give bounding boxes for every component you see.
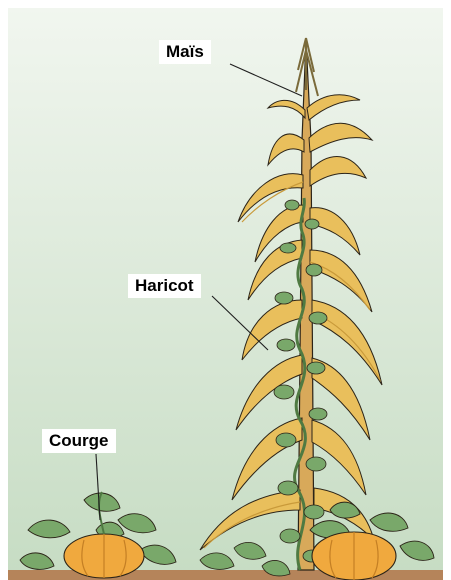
background — [8, 8, 443, 580]
squash-label: Courge — [42, 429, 116, 453]
corn-label: Maïs — [159, 40, 211, 64]
bean-label: Haricot — [128, 274, 201, 298]
